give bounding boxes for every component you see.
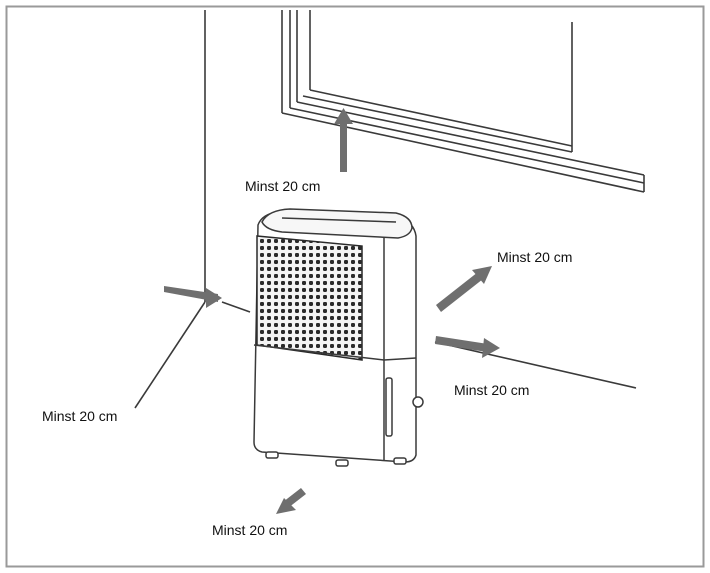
front-grille bbox=[256, 235, 363, 361]
side-knob bbox=[412, 396, 424, 408]
label-right-upper-clearance: Minst 20 cm bbox=[497, 249, 573, 265]
arrow-up bbox=[334, 108, 353, 172]
dehumidifier bbox=[253, 208, 424, 467]
arrow-left-wall bbox=[164, 286, 222, 308]
window bbox=[281, 10, 645, 193]
water-tank-line bbox=[253, 344, 417, 361]
arrow-bottom bbox=[276, 488, 306, 514]
foot-right bbox=[393, 457, 407, 465]
foot-left bbox=[265, 451, 279, 459]
label-top-clearance: Minst 20 cm bbox=[245, 178, 321, 194]
room-walls bbox=[134, 10, 637, 409]
label-left-clearance: Minst 20 cm bbox=[42, 408, 118, 424]
image-border bbox=[5, 5, 705, 568]
floor-line-left bbox=[134, 301, 206, 409]
foot-mid bbox=[335, 459, 349, 467]
water-level-window bbox=[385, 377, 393, 437]
label-right-lower-clearance: Minst 20 cm bbox=[454, 382, 530, 398]
arrow-right-upper bbox=[436, 266, 492, 312]
appliance-top bbox=[261, 208, 413, 239]
label-bottom-clearance: Minst 20 cm bbox=[212, 522, 288, 538]
arrow-right-lower bbox=[435, 336, 500, 358]
clearance-arrows bbox=[164, 108, 500, 514]
floor-baseline-right bbox=[434, 341, 637, 389]
floor-line-right bbox=[221, 301, 251, 313]
